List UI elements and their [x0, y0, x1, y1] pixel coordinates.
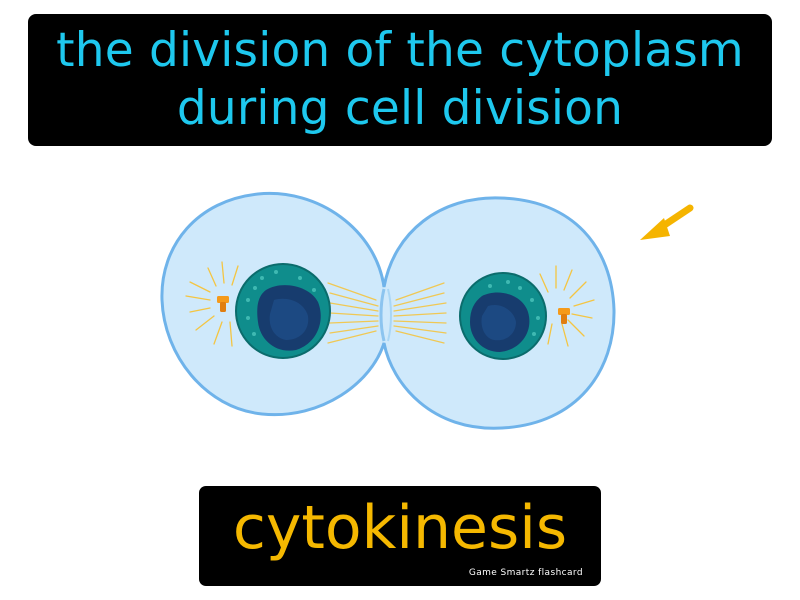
definition-line-2: during cell division [176, 81, 624, 136]
spindle-fibers [327, 282, 447, 344]
definition-text: the division of the cytoplasm during cel… [56, 22, 744, 138]
left-nucleus [235, 263, 331, 359]
cleavage-furrow [379, 288, 386, 342]
cytokinesis-illustration [160, 191, 694, 430]
arrow-icon [640, 204, 694, 240]
term-word: cytokinesis [232, 493, 568, 563]
brand-label: Game Smartz flashcard [468, 568, 583, 578]
left-aster [185, 261, 247, 347]
term-banner: cytokinesis Game Smartz flashcard [199, 486, 601, 586]
left-centrosome [217, 296, 229, 312]
definition-line-1: the division of the cytoplasm [56, 23, 744, 78]
right-aster [539, 265, 595, 347]
cell-membrane [160, 191, 616, 430]
definition-banner: the division of the cytoplasm during cel… [28, 14, 772, 146]
right-nucleus [459, 272, 547, 360]
right-centrosome [558, 308, 570, 324]
